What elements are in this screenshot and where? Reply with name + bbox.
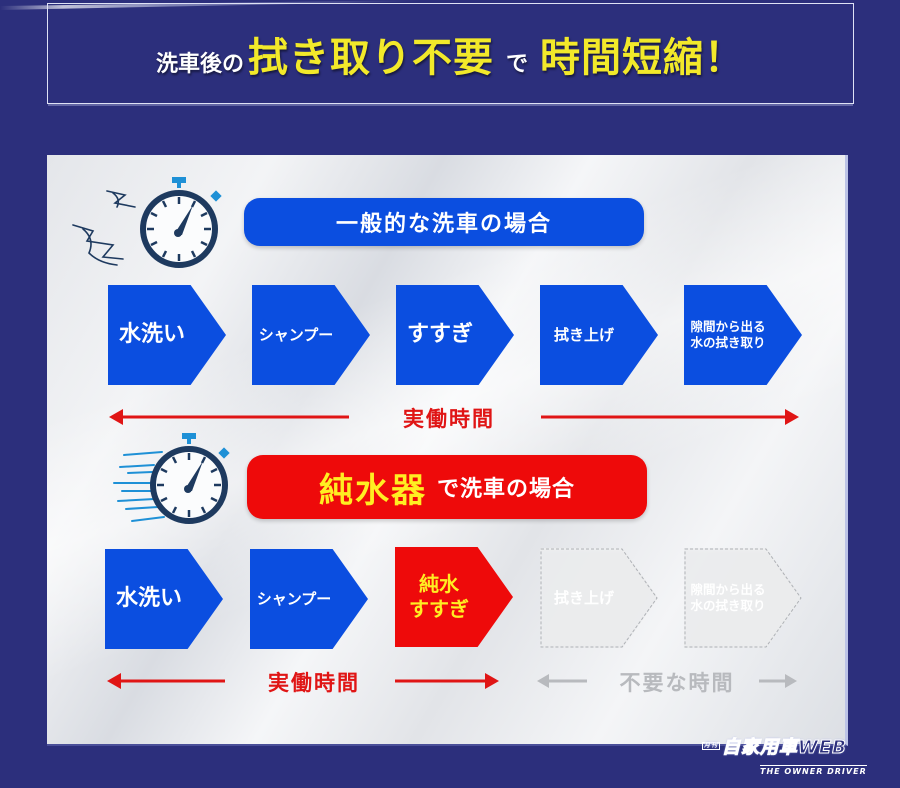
decorative-streak	[0, 0, 420, 10]
step-label: 隙間から出る 水の拭き取り	[684, 319, 772, 350]
timeline-label-working-time-2: 実働時間	[268, 671, 360, 695]
title-connector: で	[506, 50, 529, 77]
banner-general-wash-label: 一般的な洗車の場合	[335, 212, 552, 237]
step-label: すすぎ	[406, 322, 473, 348]
timeline-label-working-time: 実働時間	[403, 407, 495, 431]
logo-main: 月刊 自家用車WEB	[702, 733, 882, 759]
timeline-general: 実働時間	[109, 405, 799, 431]
timeline-label-unneeded-time: 不要な時間	[619, 671, 735, 695]
banner-highlight-pure-water-device: 純水器	[318, 470, 427, 511]
banner-rest-label: で洗車の場合	[436, 477, 575, 502]
step-label: シャンプー	[256, 589, 332, 608]
title-highlight-time-saving: 時間短縮！	[540, 33, 746, 81]
step-label: 隙間から出る 水の拭き取り	[684, 582, 772, 613]
step-label-line2: すすぎ	[409, 597, 469, 621]
timeline-pure-water: 実働時間 不要な時間	[107, 668, 807, 695]
banner-general-wash: 一般的な洗車の場合	[244, 198, 644, 246]
step-label-line1: 純水	[419, 572, 459, 596]
double-arrow-icon	[107, 673, 797, 689]
title-highlight-wipe-free: 拭き取り不要	[248, 33, 494, 81]
step-label: 水洗い	[115, 586, 182, 612]
step-label-line1: 隙間から出る	[690, 582, 766, 598]
step-label: シャンプー	[258, 325, 334, 344]
step-label: 純水 すすぎ	[395, 572, 483, 622]
comparison-panel: 一般的な洗車の場合 水洗い シャンプー すすぎ 拭き上げ 隙間から出る 水の拭き…	[47, 155, 848, 746]
logo-subtitle: THE OWNER DRIVER	[760, 765, 867, 776]
step-label: 拭き上げ	[553, 325, 614, 344]
step-label-line2: 水の拭き取り	[690, 335, 766, 350]
stopwatch-icon	[65, 173, 225, 273]
step-label: 水洗い	[118, 322, 185, 348]
page-title: 洗車後の 拭き取り不要 で 時間短縮！	[156, 25, 745, 83]
brand-logo: 月刊 自家用車WEB THE OWNER DRIVER	[702, 733, 882, 776]
logo-name: 自家用車WEB	[722, 737, 847, 759]
title-prefix: 洗車後の	[155, 50, 244, 77]
double-arrow-icon	[109, 409, 799, 425]
logo-tag: 月刊	[702, 741, 721, 751]
step-label: 拭き上げ	[553, 588, 614, 607]
banner-pure-water-wash: 純水器 で洗車の場合	[247, 455, 647, 519]
step-label-line2: 水の拭き取り	[690, 598, 766, 613]
fast-stopwatch-icon	[102, 427, 237, 532]
title-banner: 洗車後の 拭き取り不要 で 時間短縮！	[47, 3, 854, 104]
step-label-line1: 隙間から出る	[690, 319, 766, 335]
